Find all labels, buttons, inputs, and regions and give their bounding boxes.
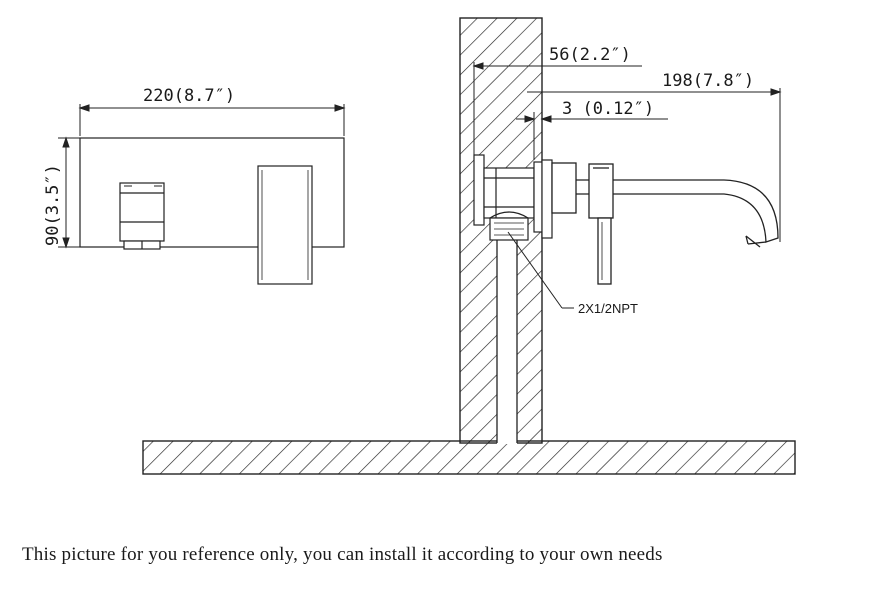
handle-side (588, 163, 614, 285)
front-height-label: 90(3.5″) (43, 164, 63, 246)
front-width-dimension (78, 104, 346, 136)
installation-note: This picture for you reference only, you… (22, 544, 663, 565)
wall-plate-front (79, 137, 345, 248)
thread-leader (507, 231, 574, 309)
front-height-dimension (58, 136, 80, 249)
handle-front (257, 165, 313, 285)
spout-reach-dimension (527, 88, 782, 242)
wall-plate-side (533, 159, 553, 239)
front-width-label: 220(8.7″) (143, 86, 235, 106)
side-view: 56(2.2″) 198(7.8″) 3 (0.12″) 2X1/2NPT (142, 17, 796, 475)
wall-depth-dimension (472, 60, 642, 155)
water-pipe (496, 238, 518, 444)
spout-front (119, 182, 165, 250)
spout-reach-label: 198(7.8″) (662, 71, 754, 91)
valve-body (473, 154, 535, 241)
spout-side (551, 162, 779, 248)
front-view: 220(8.7″) 90(3.5″) (43, 86, 346, 285)
plate-thickness-label: 3 (0.12″) (562, 99, 654, 119)
wall-depth-label: 56(2.2″) (549, 45, 631, 65)
floor-section (142, 440, 796, 475)
thread-spec-label: 2X1/2NPT (578, 301, 638, 316)
plate-thickness-dimension (516, 112, 668, 160)
